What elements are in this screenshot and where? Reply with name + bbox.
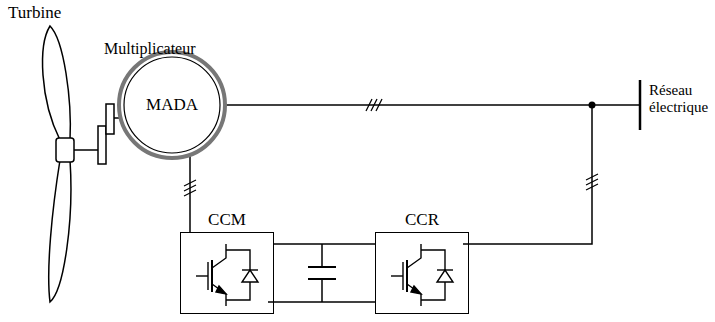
machine-circle: MADA [121,54,223,156]
turbine-blade [43,26,71,140]
three-phase-mark [366,99,382,111]
power-wire [189,153,191,232]
stator-line [214,104,640,106]
converter-name: CCM [181,211,273,230]
grid-side-line [463,105,592,244]
converter-name: CCR [376,211,468,230]
converter-box: CCM [180,232,274,314]
turbine-hub [56,138,74,162]
shaft [74,149,98,151]
igbt-diode-symbol [196,244,258,306]
part-label: Multiplicateur [104,40,196,58]
capacitor-symbol [308,244,336,302]
three-phase-mark [586,174,598,190]
converter-box: CCR [375,232,469,314]
gear-large [98,126,106,164]
gear-small [106,104,114,134]
igbt-diode-symbol [391,244,453,306]
part-label: Turbine [8,4,61,23]
machine-name: MADA [146,96,198,115]
part-label: Réseau électrique [649,82,711,115]
power-wire [274,243,375,245]
grid-bus [639,80,642,130]
turbine-blade [49,160,71,302]
